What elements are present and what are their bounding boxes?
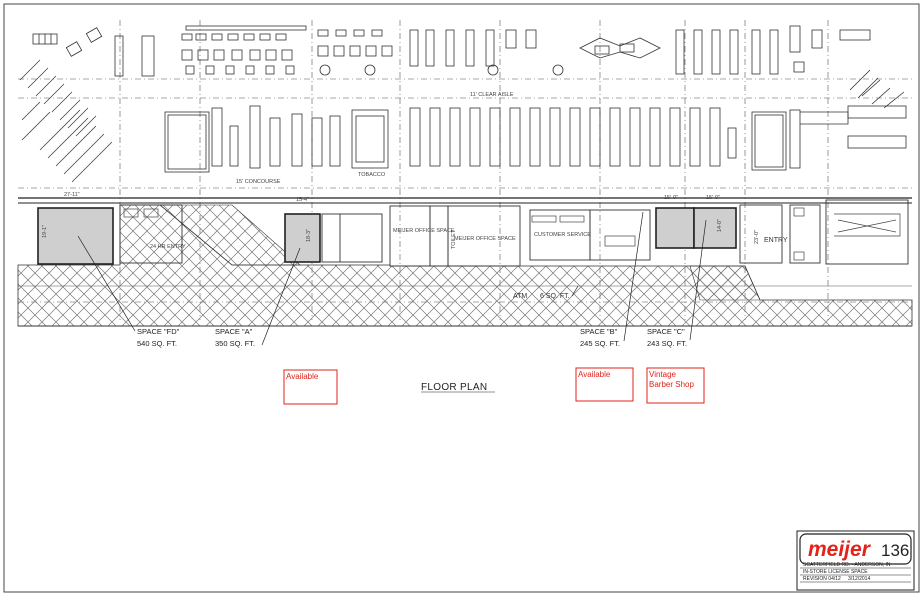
- store-number: 136: [881, 541, 909, 560]
- store-address: SCATTERFIELD RD. • ANDERSON, IN: [803, 562, 891, 568]
- room-fixtures: [123, 207, 901, 261]
- space-a-area: [284, 213, 321, 263]
- atm-area: 6 SQ. FT.: [540, 293, 570, 300]
- hatched-walkway-inner: [159, 204, 301, 266]
- space-fd-name: SPACE "FD": [137, 327, 180, 336]
- plan-title: FLOOR PLAN: [421, 382, 487, 393]
- space-a-area-text: 350 SQ. FT.: [215, 339, 255, 348]
- concourse-label: 15' CONCOURSE: [236, 179, 281, 185]
- dim-c-width: 15'-0": [706, 195, 720, 201]
- dim-entry-depth: 23'-0": [754, 230, 760, 244]
- availability-label-b: Available: [578, 370, 611, 379]
- availability-box-a: Available: [283, 369, 338, 405]
- dim-a-width: 15-4": [296, 197, 309, 203]
- room-entry-left: 24 HR ENTRY: [150, 244, 186, 250]
- availability-box-b: Available: [575, 367, 634, 402]
- availability-label-c: Vintage Barber Shop: [649, 370, 694, 389]
- space-c-area-text: 243 SQ. FT.: [647, 339, 687, 348]
- sheet-date: 3/12/2014: [848, 576, 870, 582]
- dim-fd-width: 27-11": [64, 192, 80, 198]
- space-c-name: SPACE "C": [647, 327, 685, 336]
- space-b-name: SPACE "B": [580, 327, 618, 336]
- room-meijer-office-1: MEIJER OFFICE SPACE: [393, 228, 455, 234]
- dim-c-depth: 14-0": [717, 219, 723, 232]
- leader-lines: [77, 211, 707, 346]
- space-c-area: [693, 207, 737, 249]
- meijer-logo: meijer: [808, 538, 872, 561]
- room-meijer-office-2: MEIJER OFFICE SPACE: [454, 236, 516, 242]
- interior-walls: [119, 199, 909, 267]
- store-fixtures: [19, 25, 907, 183]
- atm-label: ATM: [513, 293, 527, 300]
- aisle-label: 11' CLEAR AISLE: [470, 92, 514, 98]
- space-a-name: SPACE "A": [215, 327, 253, 336]
- space-fd-area: [37, 207, 114, 265]
- room-small: TOILET: [451, 229, 457, 249]
- hatched-ramp-right: [689, 265, 761, 301]
- tobacco-label: TOBACCO: [358, 172, 386, 178]
- availability-label-a: Available: [286, 372, 319, 381]
- title-block: meijer 136 SCATTERFIELD RD. • ANDERSON, …: [796, 530, 915, 591]
- room-entry-right: ENTRY: [764, 237, 788, 244]
- dim-fd-depth: 19-1": [42, 225, 48, 238]
- space-b-area: [655, 207, 695, 249]
- revision: REVISION 04/12: [803, 576, 841, 582]
- space-b-area-text: 245 SQ. FT.: [580, 339, 620, 348]
- availability-box-c: Vintage Barber Shop: [646, 367, 705, 404]
- exterior-wall: [18, 197, 912, 204]
- checkout-lanes: [409, 107, 737, 167]
- sheet-border: [3, 3, 920, 593]
- dim-b-width: 15'-0": [664, 195, 678, 201]
- hatched-walkway: [17, 204, 913, 327]
- dim-a-depth: 18-3": [306, 229, 312, 242]
- space-fd-area-text: 540 SQ. FT.: [137, 339, 177, 348]
- sheet-description: IN-STORE LICENSE SPACE: [803, 569, 868, 575]
- room-customer-service: CUSTOMER SERVICE: [534, 232, 591, 238]
